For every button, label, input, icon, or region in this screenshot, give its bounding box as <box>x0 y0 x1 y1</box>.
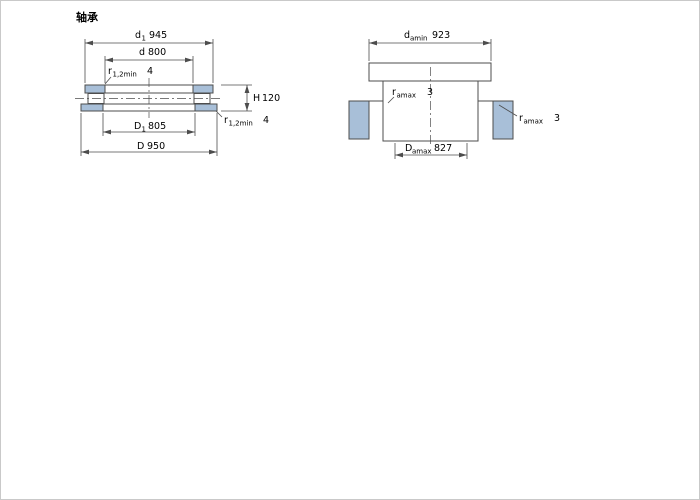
dim-label-H-value: 120 <box>262 93 280 104</box>
page-title: 轴承 <box>76 10 99 24</box>
dim-label-d1-value: 945 <box>149 30 167 41</box>
dim-label-D1-value: 805 <box>148 121 166 132</box>
dim-label-D1-subscript: 1 <box>142 126 146 134</box>
dim-label-ra-right-subscript: amax <box>524 118 544 126</box>
dim-label-r-side-value: 4 <box>263 115 269 126</box>
leader-line-r-side <box>215 110 223 118</box>
dim-label-Da-subscript: amax <box>412 148 432 156</box>
dim-label-r-top-symbol: r <box>108 66 112 77</box>
leader-line-ra-left <box>387 96 395 104</box>
housing-shoulder-right <box>492 100 514 140</box>
dim-label-ra-left-symbol: r <box>392 87 396 98</box>
dim-label-ra-left-subscript: amax <box>397 92 417 100</box>
dim-label-ra-right-symbol: r <box>519 113 523 124</box>
leader-line-r-top <box>104 76 112 85</box>
dim-label-r-top-subscript: 1,2min <box>113 71 137 79</box>
dim-label-d-value: 800 <box>148 47 166 58</box>
dim-label-D1-symbol: D <box>134 121 141 132</box>
housing-washer-section-left <box>80 103 104 112</box>
shaft-washer-section-left <box>84 84 106 94</box>
dim-label-ra-left-value: 3 <box>427 87 433 98</box>
dim-label-da-symbol: d <box>404 30 410 41</box>
dim-label-d-symbol: d <box>139 47 145 58</box>
dim-label-r-side-subscript: 1,2min <box>229 120 253 128</box>
dim-label-d1-symbol: d <box>135 30 141 41</box>
dim-label-r-side-symbol: r <box>224 115 228 126</box>
dim-label-Da-symbol: D <box>405 143 412 154</box>
dim-label-d1-subscript: 1 <box>142 35 146 43</box>
dim-label-ra-right-value: 3 <box>554 113 560 124</box>
bearing-section-view: d 1 945 d 800 r 1,2min 4 H <box>75 30 280 156</box>
shaft-washer-outline <box>368 62 492 82</box>
dim-label-H-symbol: H <box>253 93 260 104</box>
dim-label-da-value: 923 <box>432 30 450 41</box>
dim-label-Da-value: 827 <box>434 143 452 154</box>
housing-washer-section-right <box>194 103 218 112</box>
dim-label-D-symbol: D <box>137 141 144 152</box>
shaft-washer-section-right <box>192 84 214 94</box>
leader-line-ra-right <box>498 104 518 117</box>
dim-label-r-top-value: 4 <box>147 66 153 77</box>
dim-label-da-subscript: amin <box>410 35 428 43</box>
dim-label-D-value: 950 <box>147 141 165 152</box>
abutment-dimensions-view: d amin 923 r amax 3 r amax 3 D amax 827 <box>348 30 560 159</box>
housing-shoulder-left <box>348 100 370 140</box>
